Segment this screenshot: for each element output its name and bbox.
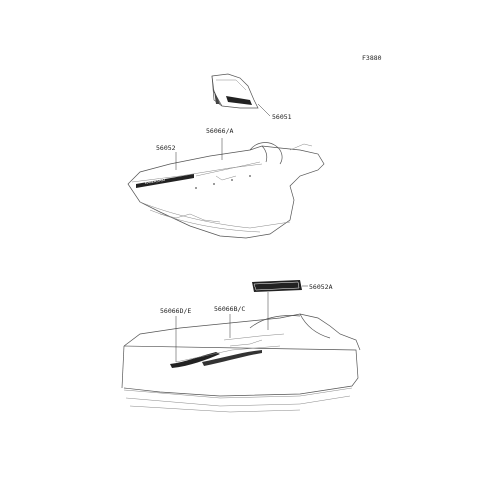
part-label-56066-a[interactable]: 56066/A	[206, 127, 233, 135]
upper-hull-drawing: KAWASAKI	[127, 142, 325, 239]
lower-hull-drawing	[121, 313, 361, 413]
flat-decal-drawing	[252, 280, 302, 292]
figure-code: F3880	[362, 54, 382, 62]
part-label-56051[interactable]: 56051	[272, 113, 292, 121]
part-label-56066b-c[interactable]: 56066B/C	[214, 305, 245, 313]
part-label-56066d-e[interactable]: 56066D/E	[160, 307, 191, 315]
svg-text:KAWASAKI: KAWASAKI	[144, 177, 165, 185]
cowl-decal-drawing	[211, 73, 259, 109]
part-label-56052a[interactable]: 56052A	[309, 283, 333, 291]
part-label-56052[interactable]: 56052	[156, 144, 176, 152]
leader-56051	[257, 103, 271, 117]
